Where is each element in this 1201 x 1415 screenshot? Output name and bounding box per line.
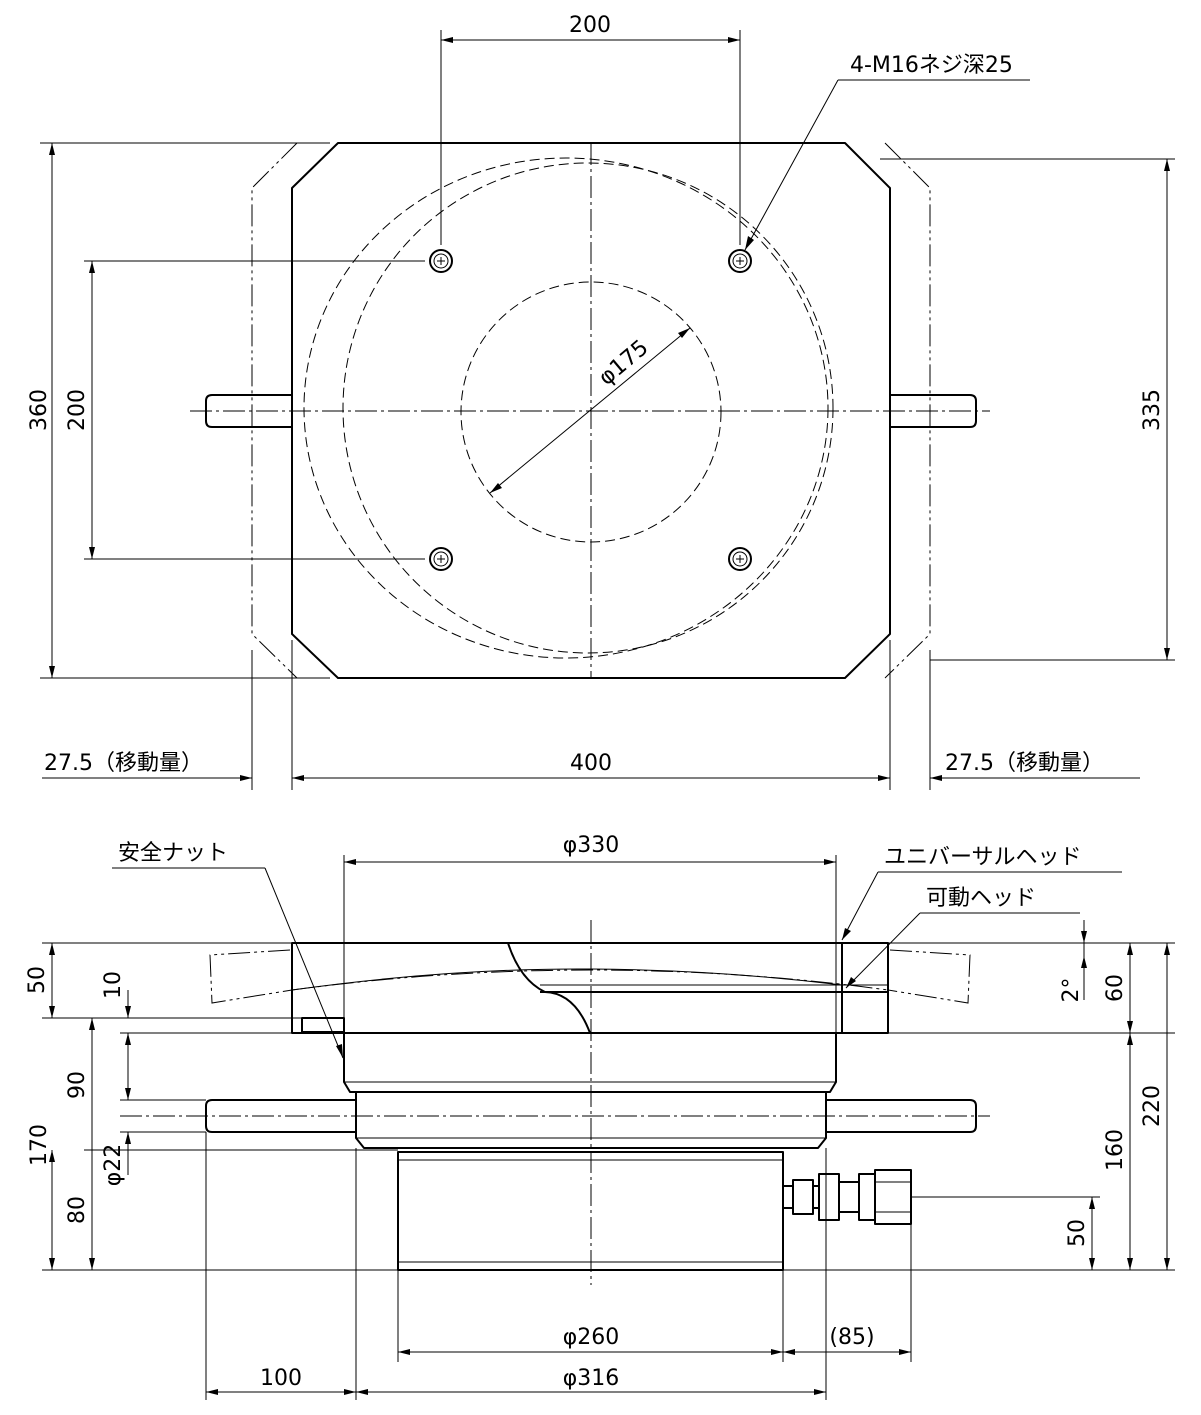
hidden-circle-outer [303, 157, 829, 659]
thread-callout: 4-M16ネジ深25 [850, 53, 1013, 78]
dim-travel-left: 27.5（移動量） [44, 751, 203, 776]
dim-left-170: 170 [27, 1124, 52, 1166]
hole-top-left [429, 249, 453, 273]
dim-right-220: 220 [1140, 1085, 1165, 1127]
label-safety-nut: 安全ナット [118, 841, 228, 866]
hole-bottom-left [429, 547, 453, 571]
dim-right-50: 50 [1065, 1219, 1090, 1247]
dim-bottom-260: φ260 [563, 1325, 620, 1350]
dim-right-160: 160 [1103, 1129, 1128, 1171]
cylinder-upper [343, 1033, 837, 1093]
dim-left-50: 50 [25, 966, 50, 994]
side-right-pin [826, 1099, 977, 1133]
left-pin [205, 394, 292, 428]
dim-hole-spacing-x: 200 [569, 13, 611, 38]
dim-left-22: φ22 [101, 1144, 126, 1187]
hidden-circle-mid [342, 162, 834, 654]
hydraulic-coupler [782, 1169, 912, 1225]
dim-left-90: 90 [65, 1071, 90, 1099]
right-pin [890, 394, 977, 428]
dim-right-height: 335 [1140, 389, 1165, 431]
dim-travel-right: 27.5（移動量） [945, 751, 1104, 776]
dim-top-diameter: φ330 [563, 833, 620, 858]
cylinder-mid [355, 1092, 827, 1149]
label-movable-head: 可動ヘッド [926, 886, 1036, 911]
side-view: φ330 安全ナット ユニバーサルヘッド 可動ヘッド 50 10 [25, 833, 1175, 1400]
dim-bottom-316: φ316 [563, 1366, 620, 1391]
phantom-tilt-left [209, 949, 293, 1004]
hole-top-right [728, 249, 752, 273]
top-plate-outline [291, 142, 891, 679]
label-universal-head: ユニバーサルヘッド [884, 845, 1082, 870]
dim-bottom-100: 100 [260, 1366, 302, 1391]
universal-head [291, 942, 889, 1034]
dim-overall-height: 360 [27, 389, 52, 431]
dim-right-60: 60 [1103, 974, 1128, 1002]
hole-bottom-right [728, 547, 752, 571]
dim-left-80: 80 [65, 1196, 90, 1224]
top-view: 200 4-M16ネジ深25 360 200 335 φ175 [27, 13, 1175, 790]
dim-angle: 2° [1059, 978, 1084, 1003]
dim-left-10: 10 [101, 971, 126, 999]
dim-width: 400 [570, 751, 612, 776]
dim-hole-spacing-y: 200 [65, 389, 90, 431]
phantom-tilt-right [887, 949, 971, 1004]
dim-bottom-85: (85) [829, 1325, 874, 1350]
